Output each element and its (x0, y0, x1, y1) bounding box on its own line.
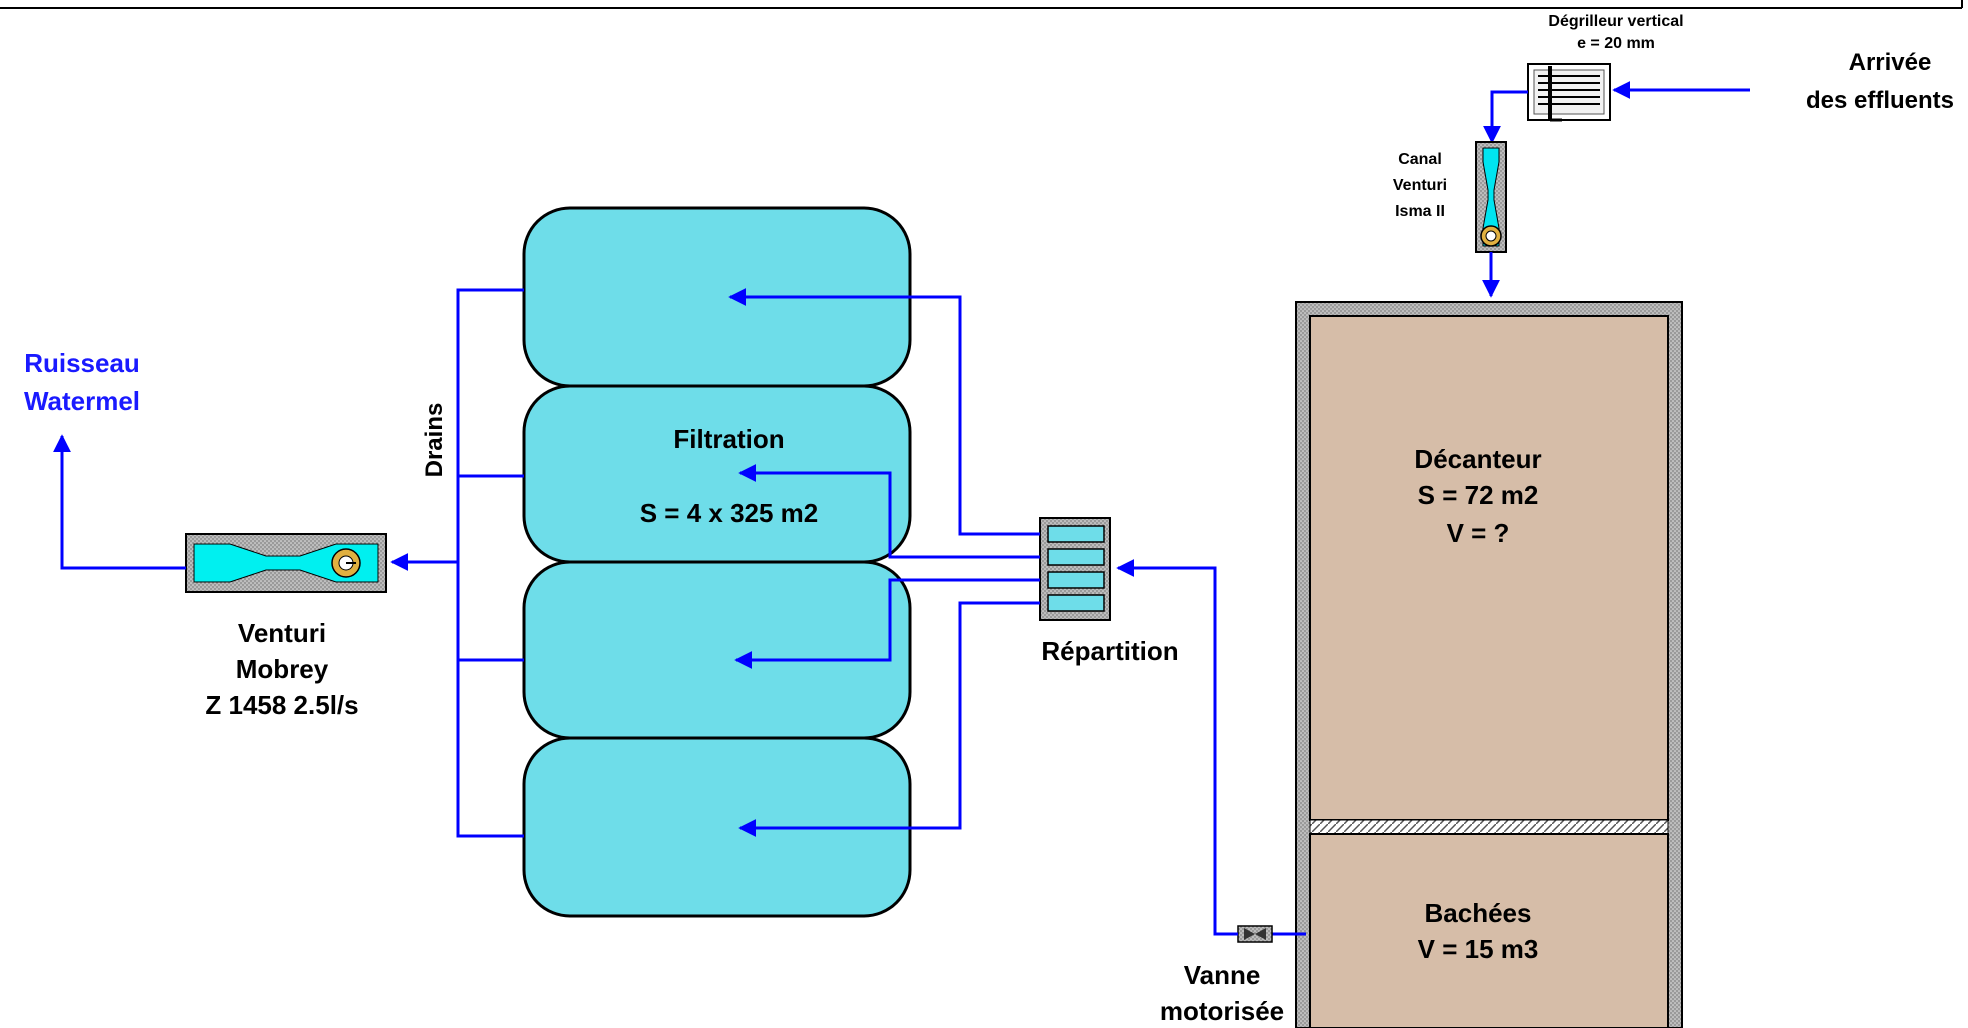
outlet-venturi-label-3: Z 1458 2.5l/s (205, 690, 358, 720)
outlet-pipe (53, 434, 186, 570)
bar-screen-icon (1527, 63, 1611, 122)
valve-label-2: motorisée (1160, 996, 1284, 1026)
settler-label-2: S = 72 m2 (1418, 480, 1539, 510)
tank-label-2: V = 15 m3 (1418, 934, 1539, 964)
screen-outlet-pipe (1483, 90, 1528, 144)
drains-label: Drains (421, 403, 448, 478)
feed-pipe-4 (738, 601, 1040, 837)
outlet-label-1: Ruisseau (24, 348, 140, 378)
venturi-flowmeter-icon (185, 533, 387, 593)
valve-label-1: Vanne (1184, 960, 1261, 990)
valve-to-distribution-pipe (1116, 559, 1238, 936)
distribution-box-icon (1039, 517, 1111, 621)
inflow-label-1: Arrivée (1849, 49, 1932, 76)
screen-label-1: Dégrilleur vertical (1548, 13, 1683, 30)
venturi-channel-label-2: Venturi (1393, 177, 1447, 194)
outlet-venturi-label-2: Mobrey (236, 654, 329, 684)
feed-pipe-3 (734, 578, 1040, 669)
valve-icon (1237, 925, 1273, 943)
inflow-label-2: des effluents (1806, 87, 1954, 114)
settler-label-3: V = ? (1447, 518, 1510, 548)
venturi-flume-icon (1475, 141, 1507, 253)
filter-basin-3 (522, 560, 912, 740)
tank-label-1: Bachées (1425, 898, 1532, 928)
filtration-label-1: Filtration (673, 424, 784, 454)
outlet-label-2: Watermel (24, 386, 140, 416)
drain-collector (456, 288, 524, 838)
venturi-channel-label-3: Isma II (1395, 203, 1445, 220)
distribution-label: Répartition (1041, 636, 1178, 666)
feed-pipe-1 (728, 288, 1040, 536)
feed-pipe-2 (738, 464, 1040, 559)
filtration-label-2: S = 4 x 325 m2 (640, 498, 819, 528)
settler-structure (1295, 301, 1683, 1028)
settler-partition (1309, 819, 1669, 835)
venturi-channel-label-1: Canal (1398, 151, 1442, 168)
tank-basin (1309, 833, 1669, 1028)
settler-label-1: Décanteur (1414, 444, 1541, 474)
outlet-venturi-label-1: Venturi (238, 618, 326, 648)
settler-basin (1309, 315, 1669, 821)
screen-label-2: e = 20 mm (1577, 35, 1655, 52)
